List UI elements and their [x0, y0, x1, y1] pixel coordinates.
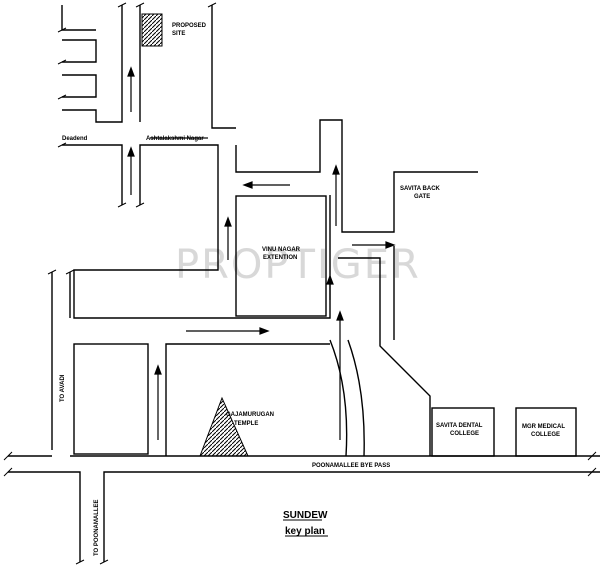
- direction-arrows: [127, 66, 396, 440]
- ashtalakshmi-nagar-label: Ashtalakshmi Nagar: [146, 136, 204, 142]
- proposed-site-label-2: SITE: [172, 31, 185, 37]
- map-title: SUNDEW: [283, 510, 328, 521]
- proposed-site-label-1: PROPOSED: [172, 23, 207, 29]
- savita-dental-label-2: COLLEGE: [450, 431, 479, 437]
- mgr-medical-label-1: MGR MEDICAL: [522, 424, 565, 430]
- to-poonamallee-label: TO POONAMALLEE: [94, 499, 100, 556]
- to-avadi-label: TO AVADI: [60, 374, 66, 402]
- proposed-site-marker: [141, 13, 163, 47]
- road-outlines: [8, 5, 600, 562]
- vinu-nagar-label-2: EXTENTION: [263, 255, 297, 261]
- mgr-medical-label-2: COLLEGE: [531, 432, 560, 438]
- poonamallee-bye-pass-label: POONAMALLEE BYE PASS: [312, 463, 390, 469]
- gajamurugan-temple-label-1: GAJAMURUGAN: [226, 412, 274, 418]
- deadend-label: Deadend: [62, 136, 88, 142]
- break-marks: [3, 2, 597, 565]
- savita-back-gate-label-2: GATE: [414, 194, 430, 200]
- vinu-nagar-label-1: VINU NAGAR: [262, 247, 301, 253]
- savita-dental-label-1: SAVITA DENTAL: [436, 423, 483, 429]
- map-subtitle: key plan: [285, 526, 325, 537]
- temple-icon: [199, 396, 249, 457]
- gajamurugan-temple-label-2: TEMPLE: [234, 421, 258, 427]
- savita-back-gate-label-1: SAVITA BACK: [400, 186, 441, 192]
- watermark-text: PROPTIGER: [175, 242, 421, 288]
